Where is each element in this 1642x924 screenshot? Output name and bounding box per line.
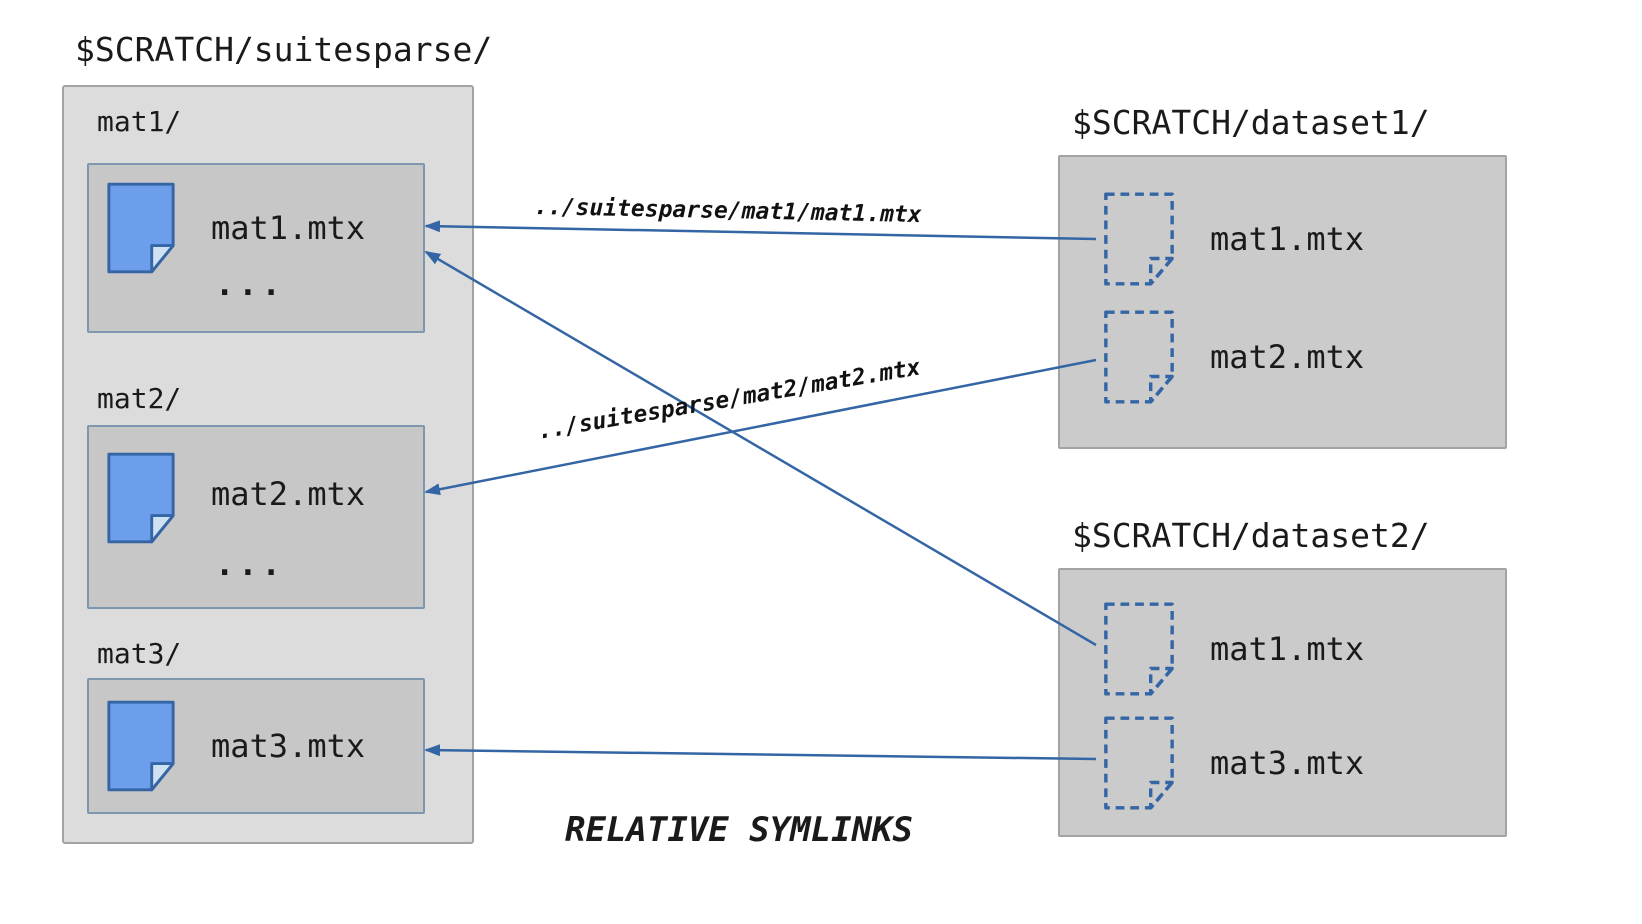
symlink-file-name: mat1.mtx (1210, 630, 1365, 668)
symlink-file-icon (1104, 716, 1174, 810)
diagram-caption: RELATIVE SYMLINKS (565, 810, 913, 850)
dataset2-file-row: mat1.mtx (1100, 600, 1364, 698)
file-icon (107, 452, 175, 544)
symlink-arrow-dataset2-mat1 (424, 250, 1097, 647)
file-icon (107, 700, 175, 792)
symlink-path-label-mat2: ../suitesparse/mat2/mat2.mtx (535, 354, 923, 445)
ellipsis-more-files: ... (215, 545, 285, 583)
symlink-file-icon (1104, 602, 1174, 696)
symlink-path-label-mat1: ../suitesparse/mat1/mat1.mtx (533, 194, 922, 229)
dataset2-box: mat1.mtx mat3.mtx (1058, 568, 1507, 837)
file-icon (107, 182, 175, 274)
folder-box-mat3: mat3.mtx (87, 678, 425, 814)
symlink-file-icon (1104, 192, 1174, 286)
folder-label-mat3: mat3/ (97, 637, 182, 670)
folder-label-mat1: mat1/ (97, 105, 182, 138)
symlink-file-name: mat1.mtx (1210, 220, 1365, 258)
folder-box-mat1: mat1.mtx ... (87, 163, 425, 333)
folder-box-mat2: mat2.mtx ... (87, 425, 425, 609)
dataset1-file-row: mat1.mtx (1100, 190, 1364, 288)
ellipsis-more-files: ... (215, 265, 285, 303)
symlink-arrow-dataset1-mat2 (424, 358, 1097, 496)
suitesparse-title: $SCRATCH/suitesparse/ (75, 30, 493, 69)
symlink-file-name: mat2.mtx (1210, 338, 1365, 376)
folder-label-mat2: mat2/ (97, 382, 182, 415)
dataset2-title: $SCRATCH/dataset2/ (1072, 516, 1430, 555)
dataset2-file-row: mat3.mtx (1100, 714, 1364, 812)
file-name: mat2.mtx (211, 475, 366, 513)
file-name: mat3.mtx (211, 727, 366, 765)
symlink-arrow-dataset1-mat1 (424, 220, 1097, 241)
file-name: mat1.mtx (211, 209, 366, 247)
dataset1-file-row: mat2.mtx (1100, 308, 1364, 406)
dataset1-title: $SCRATCH/dataset1/ (1072, 103, 1430, 142)
symlink-file-icon (1104, 310, 1174, 404)
dataset1-box: mat1.mtx mat2.mtx (1058, 155, 1507, 449)
symlink-file-name: mat3.mtx (1210, 744, 1365, 782)
suitesparse-box: mat1/ mat1.mtx ... mat2/ mat2.mtx ... ma… (62, 85, 474, 844)
symlink-arrow-dataset2-mat3 (424, 744, 1097, 761)
